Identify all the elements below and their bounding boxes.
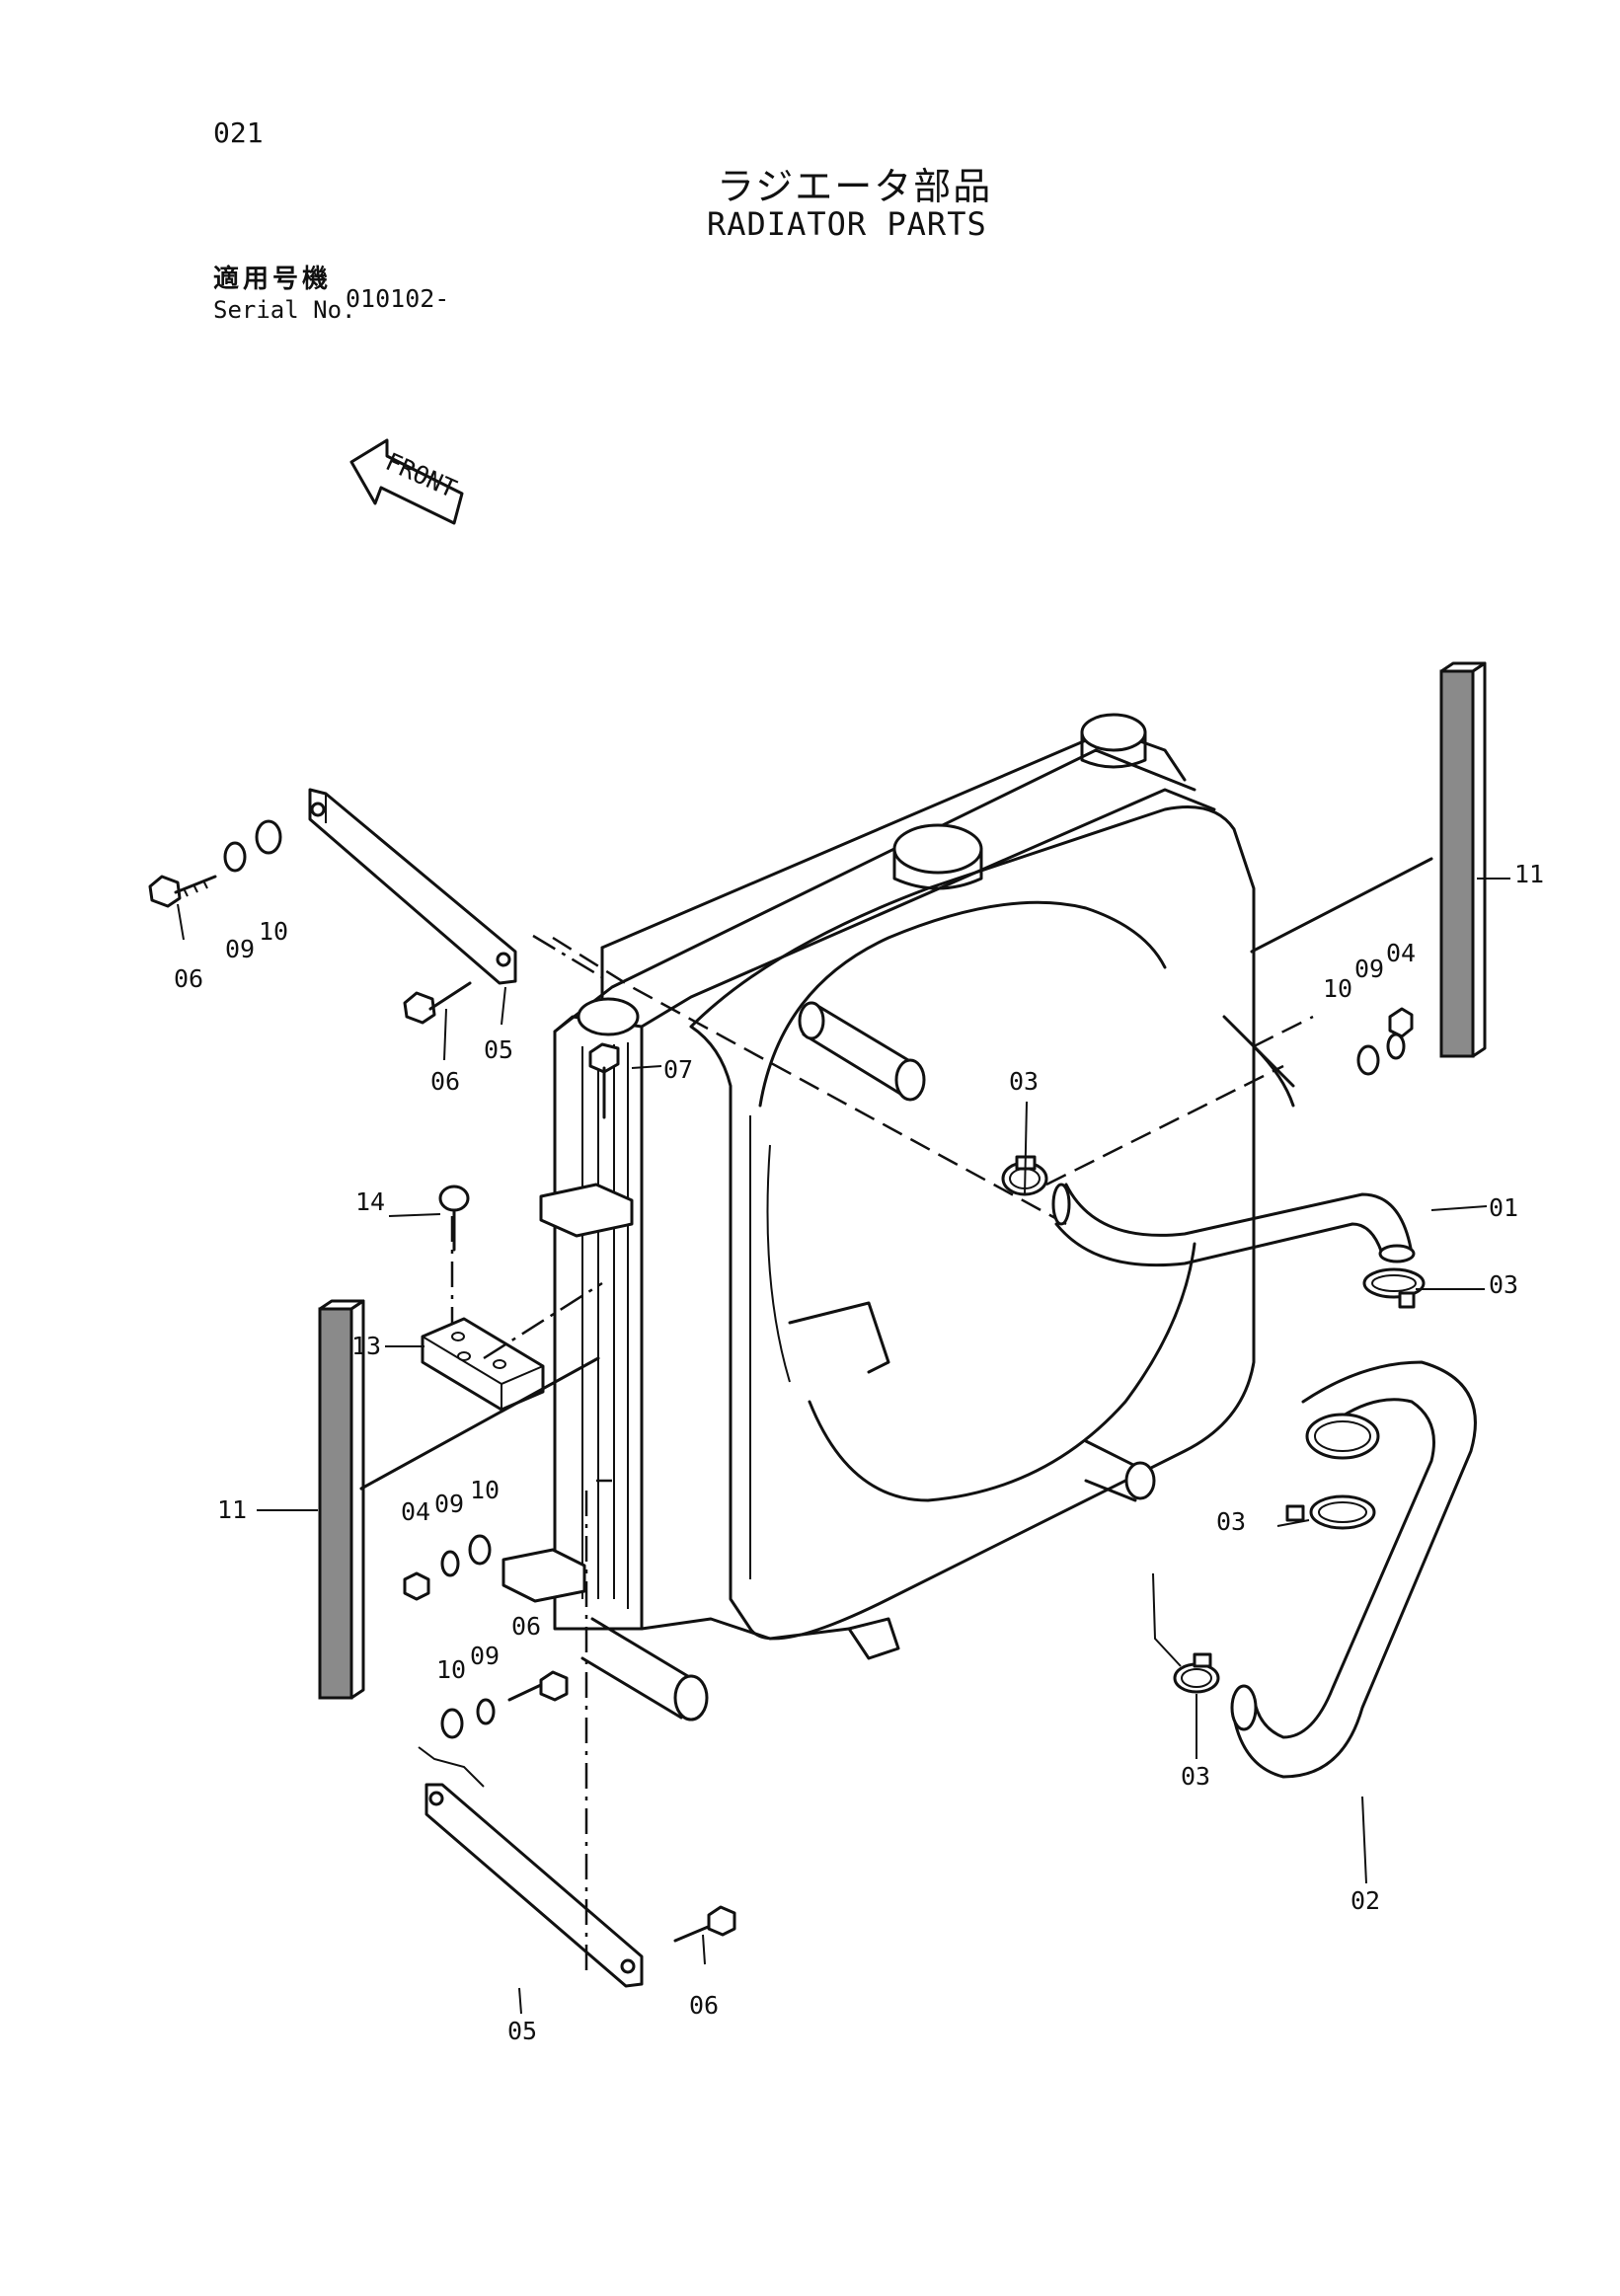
- callout-06: 06: [511, 1612, 541, 1641]
- callout-04: 04: [1386, 939, 1416, 967]
- callout-10: 10: [1323, 974, 1352, 1003]
- upper-bracket: [539, 1183, 634, 1238]
- callout-09: 09: [225, 935, 255, 963]
- callout-09: 09: [470, 1642, 500, 1670]
- lower-bracket: [501, 1548, 586, 1603]
- callout-11: 11: [1514, 860, 1544, 888]
- bolt-icon: [507, 1670, 569, 1702]
- callout-09: 09: [434, 1490, 464, 1518]
- upper-outlet-pipe: [798, 1001, 926, 1102]
- callout-03: 03: [1009, 1067, 1039, 1096]
- hose-clamp-icon: [1285, 1494, 1376, 1530]
- washer-icon: [440, 1708, 464, 1739]
- serial-label-japanese: 適用号機: [213, 265, 333, 294]
- callout-04: 04: [401, 1497, 430, 1526]
- spring-washer-icon: [223, 841, 247, 873]
- upper-hose: [1051, 1183, 1416, 1267]
- hose-clamp-icon: [1362, 1267, 1426, 1309]
- page-title-japanese: ラジエータ部品: [717, 165, 993, 208]
- page-title-english: RADIATOR PARTS: [707, 205, 987, 243]
- callout-10: 10: [470, 1476, 500, 1504]
- bolt-icon: [673, 1905, 736, 1943]
- plate: [421, 1317, 545, 1412]
- callout-11: 11: [217, 1495, 247, 1524]
- callout-07: 07: [663, 1055, 693, 1084]
- callout-13: 13: [351, 1332, 381, 1360]
- lower-outlet-pipe: [580, 1439, 1156, 1722]
- spring-washer-icon: [1386, 1033, 1406, 1060]
- page-number: 021: [213, 116, 264, 149]
- nut-icon: [1388, 1007, 1414, 1038]
- callout-06: 06: [689, 1991, 719, 2020]
- serial-number-range: 010102-: [346, 284, 450, 313]
- callout-14: 14: [355, 1187, 385, 1216]
- bolt-icon: [588, 1042, 620, 1119]
- callout-10: 10: [259, 917, 288, 946]
- bolt-icon: [403, 981, 472, 1025]
- front-arrow-icon: FRONT: [349, 438, 464, 525]
- radiator-core: [553, 713, 1216, 1641]
- seal-strip-right: [1439, 669, 1475, 1058]
- callout-06: 06: [430, 1067, 460, 1096]
- washer-icon: [1356, 1044, 1380, 1076]
- spring-washer-icon: [476, 1698, 496, 1725]
- lower-hose: [1230, 1360, 1477, 1779]
- callout-02: 02: [1350, 1886, 1380, 1915]
- callout-09: 09: [1354, 955, 1384, 983]
- callout-01: 01: [1489, 1193, 1518, 1222]
- callout-05: 05: [507, 2017, 537, 2045]
- seal-strip-left: [318, 1307, 353, 1700]
- callout-03: 03: [1489, 1270, 1518, 1299]
- washer-icon: [255, 819, 282, 855]
- socket-bolt-icon: [438, 1185, 470, 1252]
- callout-03: 03: [1181, 1762, 1210, 1791]
- spring-washer-icon: [440, 1550, 460, 1577]
- bolt-icon: [148, 875, 217, 908]
- callout-10: 10: [436, 1655, 466, 1684]
- hose-clamp-icon: [1173, 1652, 1220, 1694]
- part-callouts: 0102030303030404050506060606070909090910…: [174, 860, 1544, 2045]
- washer-icon: [468, 1534, 492, 1566]
- callout-06: 06: [174, 964, 203, 993]
- lower-stay: [424, 1783, 644, 1988]
- callout-03: 03: [1216, 1507, 1246, 1536]
- callout-05: 05: [484, 1035, 513, 1064]
- fan-shroud: [689, 805, 1295, 1641]
- upper-stay: [308, 788, 517, 985]
- serial-label-english: Serial No.: [213, 296, 356, 324]
- nut-icon: [403, 1571, 430, 1601]
